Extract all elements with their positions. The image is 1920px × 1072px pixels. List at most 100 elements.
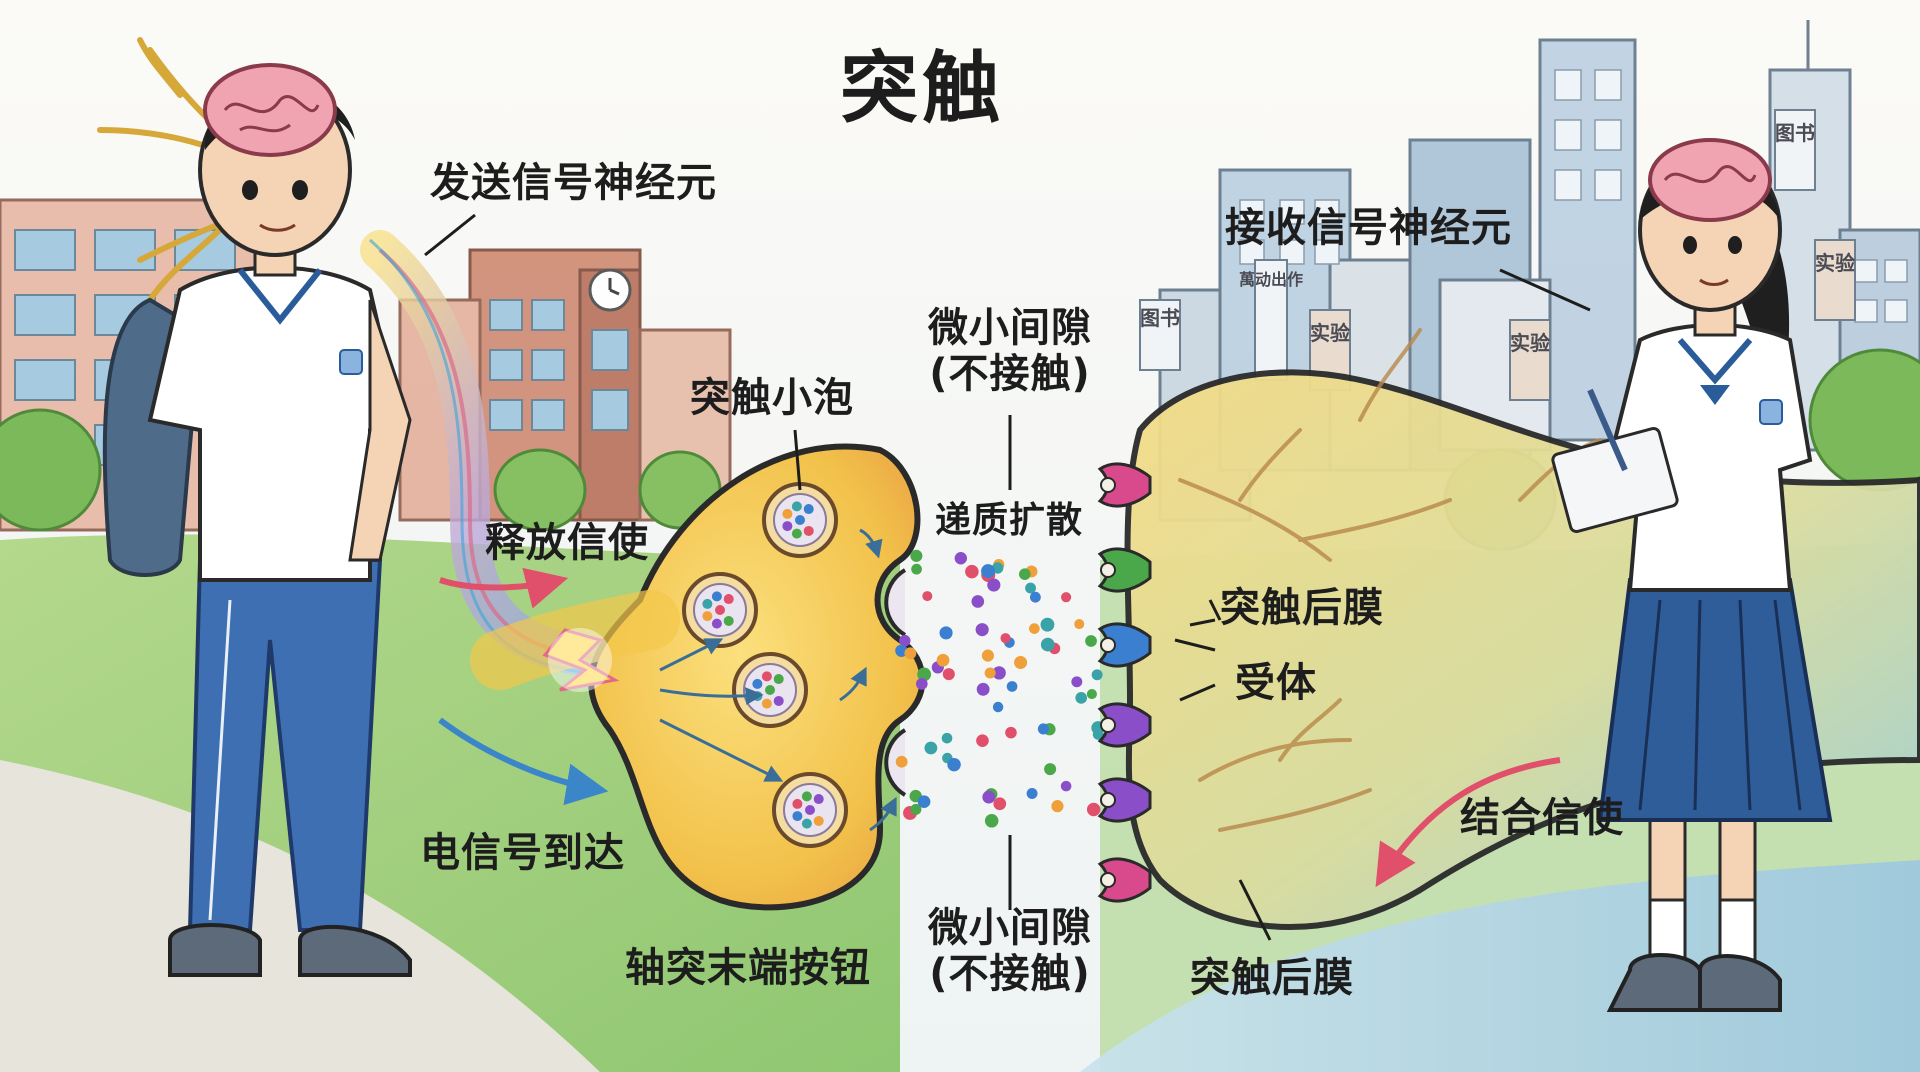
vesicle-dot <box>782 508 793 519</box>
vesicle-dot <box>782 521 793 532</box>
neurotransmitter-dot <box>915 678 928 690</box>
girl-student <box>1551 138 1833 1012</box>
neurotransmitter-dot <box>993 797 1007 811</box>
vesicle-dot <box>813 815 824 826</box>
neurotransmitter-dot <box>1092 729 1104 740</box>
vesicle-dot <box>791 501 802 512</box>
neurotransmitter-dot <box>924 741 938 755</box>
receptor <box>1097 622 1152 668</box>
label-electrical-arrival: 电信号到达 <box>420 830 625 876</box>
neurotransmitter-dot <box>965 564 979 579</box>
neurotransmitter-dot <box>1061 592 1072 603</box>
neurotransmitter-dot <box>1040 617 1055 632</box>
river-right <box>1080 860 1920 1072</box>
label-diffusion: 递质扩散 <box>935 500 1084 541</box>
vesicle-dot <box>723 615 734 626</box>
neurotransmitter-dot <box>910 549 923 562</box>
label-receiving-neuron: 接收信号神经元 <box>1225 205 1512 251</box>
neurotransmitter-dot <box>899 634 911 647</box>
label-postsynaptic-membrane-2: 突触后膜 <box>1190 955 1354 1001</box>
release-arrow <box>439 567 569 609</box>
leader-lines <box>424 213 1591 941</box>
building-signs: 图书 实验 实验 图书 实验 萬动出作 <box>1140 121 1855 355</box>
neurotransmitter-dot <box>1075 692 1088 704</box>
sign-library: 图书 <box>1140 306 1180 330</box>
neurotransmitter-dot <box>1000 633 1011 644</box>
boy-student <box>102 63 412 977</box>
vesicle-dot <box>711 618 722 629</box>
neurotransmitter-dot <box>1018 568 1031 580</box>
receptor <box>1097 702 1152 748</box>
neurotransmitter-dot <box>992 666 1006 680</box>
neurotransmitters <box>895 549 1105 828</box>
neurotransmitter-dot <box>895 755 908 768</box>
neurotransmitter-dot <box>917 667 932 682</box>
receptor <box>1097 462 1152 508</box>
neurotransmitter-dot <box>984 667 996 679</box>
label-gap-top-line2: (不接触) <box>929 351 1091 397</box>
label-vesicle: 突触小泡 <box>690 375 854 421</box>
sign-lab: 实验 <box>1310 321 1350 345</box>
receptor <box>1097 857 1152 903</box>
neurotransmitter-dot <box>1051 800 1064 813</box>
neurotransmitter-dot <box>941 732 953 744</box>
dendrite-branches <box>1178 328 1602 832</box>
vesicle-dot <box>805 805 815 815</box>
neurotransmitter-dot <box>939 626 953 640</box>
neurotransmitter-dot <box>976 682 990 696</box>
label-gap-top-line1: 微小间隙 <box>928 305 1092 351</box>
receiving-brain-icon <box>1648 138 1772 222</box>
vesicle-dot <box>715 605 725 615</box>
release-pockets <box>884 568 907 797</box>
label-postsynaptic-membrane-1: 突触后膜 <box>1220 585 1384 631</box>
neurotransmitter-dot <box>947 757 961 772</box>
neurotransmitter-dot <box>1040 637 1055 652</box>
neurotransmitter-dot <box>917 795 931 809</box>
neurotransmitter-dot <box>1005 726 1017 739</box>
vesicle-dot <box>801 818 812 829</box>
neurotransmitter-dot <box>981 649 994 662</box>
neurotransmitter-dot <box>981 564 995 579</box>
neurotransmitter-dot <box>1037 723 1049 735</box>
label-sending-neuron: 发送信号神经元 <box>430 160 717 206</box>
vesicle-dot <box>801 791 812 802</box>
neurotransmitter-dot <box>1044 763 1057 776</box>
neurotransmitter-dot <box>1029 591 1041 603</box>
neurotransmitter-dot <box>1029 623 1040 634</box>
vesicle-dot <box>711 591 722 602</box>
receptor <box>1097 547 1152 593</box>
neurotransmitter-dot <box>984 814 999 828</box>
label-release: 释放信使 <box>485 520 649 566</box>
label-gap-bottom: 微小间隙 (不接触) <box>900 905 1120 997</box>
vesicle-dot <box>791 528 802 539</box>
sign-library-2: 图书 <box>1775 121 1815 145</box>
label-axon-terminal: 轴突末端按钮 <box>625 945 871 991</box>
binding-arrow <box>1375 757 1561 888</box>
neurotransmitter-dot <box>1025 582 1037 594</box>
neurotransmitter-dot <box>976 734 989 747</box>
label-binding: 结合信使 <box>1460 795 1624 841</box>
neurotransmitter-dot <box>1014 655 1028 670</box>
vesicle-dot <box>761 698 772 709</box>
electrical-arrow <box>438 717 609 806</box>
neurotransmitter-dot <box>1086 688 1097 700</box>
label-gap-bottom-line2: (不接触) <box>929 951 1091 997</box>
neurotransmitter-dot <box>992 701 1004 713</box>
sign-misc: 萬动出作 <box>1239 270 1303 289</box>
neurotransmitter-dot <box>904 647 917 660</box>
neurotransmitter-dot <box>911 563 922 575</box>
neurotransmitter-dot <box>954 552 968 565</box>
neurotransmitter-dot <box>1006 681 1018 692</box>
neurotransmitter-dot <box>1026 788 1038 799</box>
vesicle-dot <box>795 515 805 525</box>
neurotransmitter-dot <box>1085 635 1097 647</box>
vesicle-dot <box>803 504 814 515</box>
neurotransmitter-dot <box>982 790 996 804</box>
spark-icon <box>542 628 620 692</box>
neurotransmitter-dot <box>971 595 985 608</box>
neurotransmitter-dot <box>975 623 989 637</box>
vesicle-dot <box>702 611 713 622</box>
neurotransmitter-dot <box>1091 669 1103 681</box>
vesicle-arrows <box>659 528 897 832</box>
